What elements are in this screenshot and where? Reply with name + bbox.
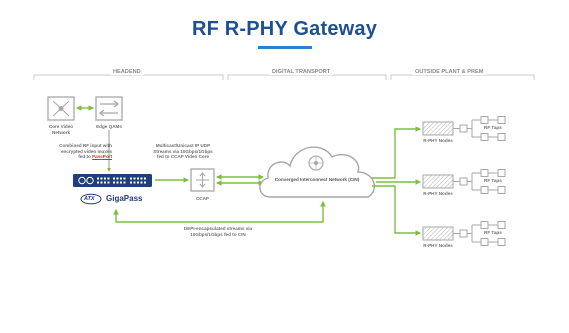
gigapass-device [73,174,152,187]
arrow-cin-to-rphy-top [372,126,422,179]
section-outside-plant: OUTSIDE PLANT & PREM [412,69,487,75]
title-underline [258,46,312,49]
multicast-line-2: Streams via 10Gbps/1Gbps [153,148,213,154]
section-bracket-outside [390,74,535,80]
edge-qams-label: Edge QAMs [96,124,122,129]
atx-logo-text: ATX [84,196,95,202]
page-title: RF R-PHY Gateway [191,18,378,40]
edge-qams-icon [95,96,123,121]
atx-logo [80,193,102,205]
cin-cloud [259,146,376,198]
section-digital-transport: DIGITAL TRANSPORT [269,69,334,75]
gigapass-logo-text: GigaPass [106,194,143,203]
combined-rf-line-1: Combined RF input with [59,143,112,148]
combined-rf-line-2: encrypted video muxes [60,148,112,154]
multicast-line-1: Multicast/Unicast IP UDP [155,143,211,148]
rphy-label-top: R-PHY Nodes [423,138,453,143]
section-headend: HEADEND [110,69,144,75]
cin-label: Converged Interconnect Network (CIN) [274,177,360,182]
rphy-node-group-top [422,116,506,141]
depi-line-2: 10Gbps/1Gbps fed to CIN [190,231,246,237]
combined-rf-fed-to: fed to [78,154,91,159]
depi-line-1: DEPI-encapsulated streams via [183,226,253,231]
section-bracket-transport [227,74,387,80]
rphy-label-middle: R-PHY Nodes [423,191,453,196]
rf-taps-label-top: RF Taps [484,125,502,130]
arrow-cin-to-rphy-bottom [372,185,422,236]
multicast-line-3: fed to CCAP Video Core [156,154,210,159]
depi-note: DEPI-encapsulated streams via 10Gbps/1Gb… [166,226,270,237]
section-bracket-headend [33,74,224,80]
combined-rf-note: Combined RF input with encrypted video m… [42,143,112,160]
multicast-note: Multicast/Unicast IP UDP Streams via 10G… [140,143,226,160]
rphy-node-group-bottom [422,221,506,246]
core-video-network-icon [47,96,75,121]
rphy-node-group-middle [422,169,506,194]
rf-taps-label-bottom: RF Taps [484,230,502,235]
core-video-label: Core Video Network [48,124,74,135]
ccap-icon [190,168,215,192]
arrow-depi-loop [113,200,326,223]
combined-rf-line-3: fed to PassPort [42,154,112,160]
rphy-label-bottom: R-PHY Nodes [423,243,453,248]
ccap-label: CCAP [195,196,210,201]
passport-link[interactable]: PassPort [92,154,112,159]
rf-taps-label-middle: RF Taps [484,178,502,183]
